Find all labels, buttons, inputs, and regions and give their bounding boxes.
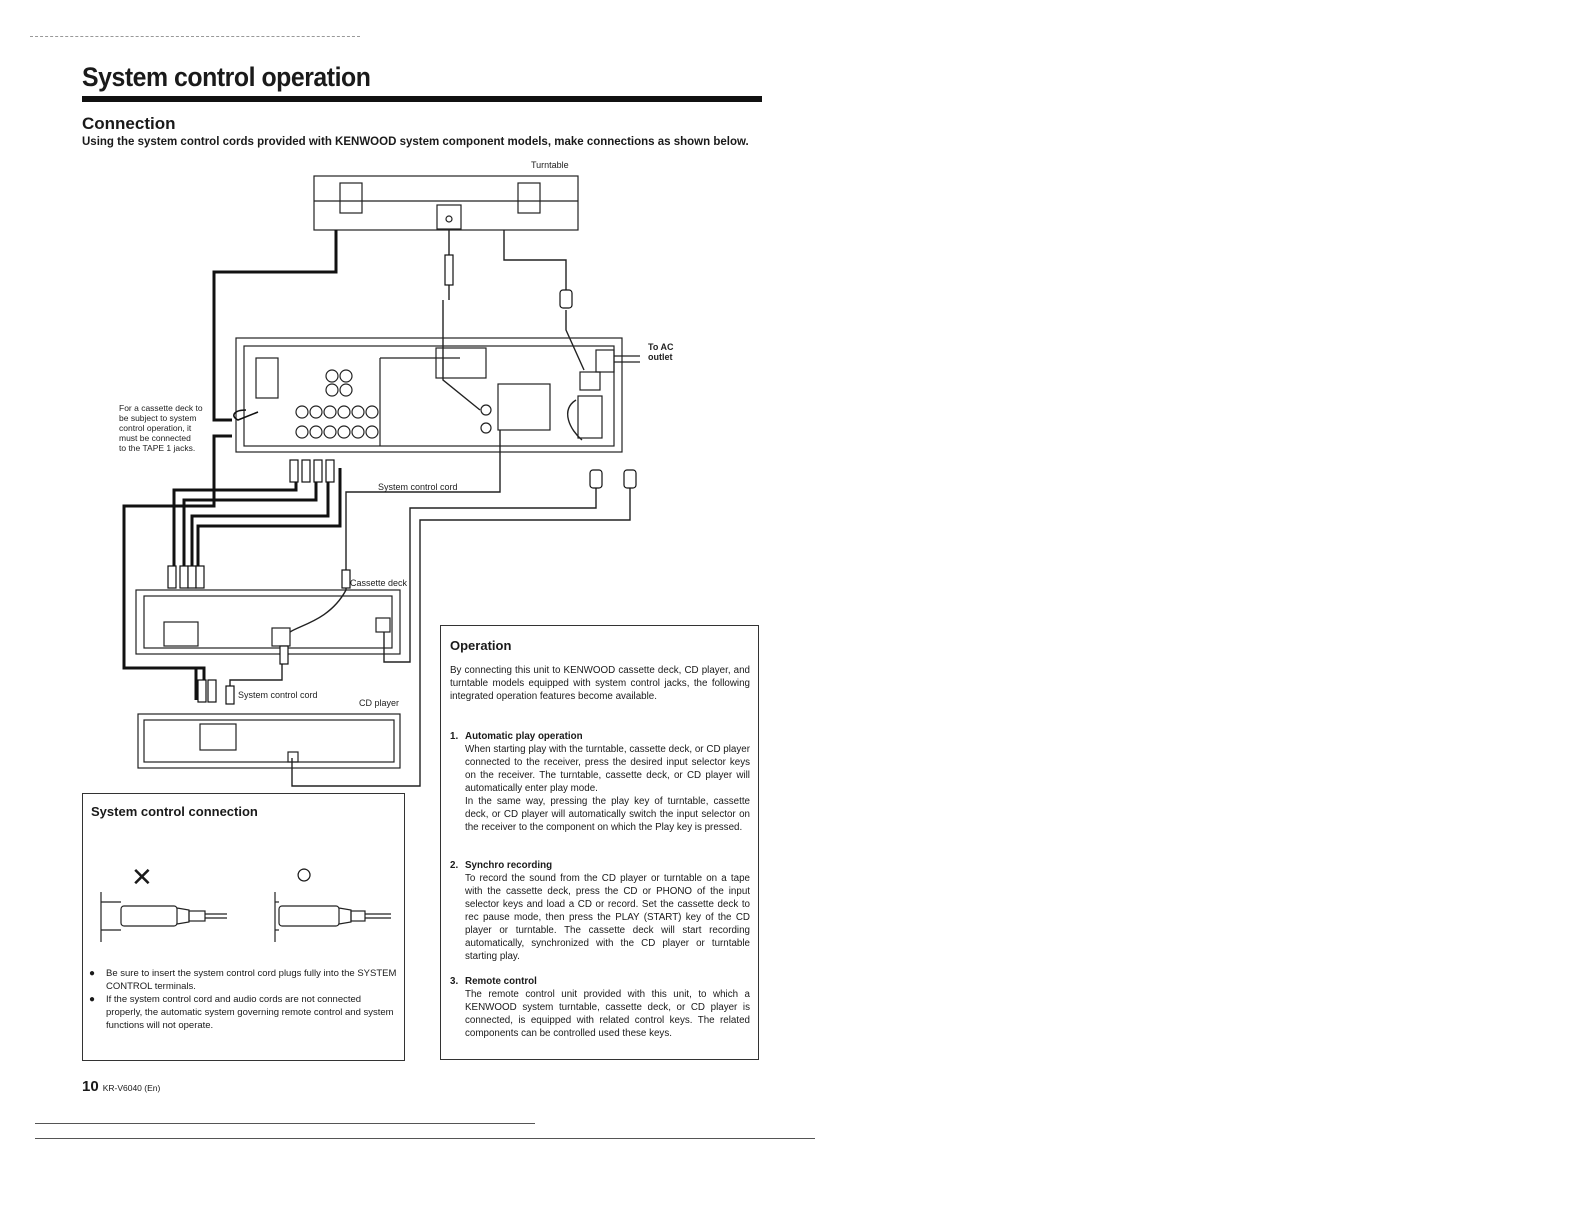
item-text: To record the sound from the CD player o…: [465, 873, 750, 962]
operation-item-3: 3. Remote control The remote control uni…: [450, 975, 750, 1040]
item-text: In the same way, pressing the play key o…: [465, 796, 750, 833]
cassette-deck-unit: [135, 589, 401, 655]
cd-player-unit: [137, 713, 401, 769]
item-text: The remote control unit provided with th…: [465, 989, 750, 1039]
item-number: 1.: [450, 731, 459, 742]
operation-item-2: 2. Synchro recording To record the sound…: [450, 859, 750, 963]
label-system-control-cord-top: System control cord: [378, 482, 458, 492]
title-rule: [82, 96, 762, 102]
scan-artifact-dashes: [30, 36, 360, 37]
label-to-ac-1: To AC: [648, 342, 674, 352]
item-number: 2.: [450, 860, 459, 871]
label-system-control-cord-bottom: System control cord: [238, 690, 318, 700]
bottom-rule: [35, 1123, 535, 1124]
label-cassette-deck: Cassette deck: [350, 578, 408, 588]
system-control-connection-box: System control connection ✕ ○ Be sure to…: [82, 793, 405, 1061]
syscon-heading: System control connection: [91, 804, 258, 819]
item-text: When starting play with the turntable, c…: [465, 744, 750, 794]
wrong-mark-icon: ✕: [131, 862, 153, 892]
label-to-ac-2: outlet: [648, 352, 673, 362]
section-heading: Connection: [82, 114, 176, 133]
label-turntable: Turntable: [531, 160, 569, 170]
item-title: Automatic play operation: [465, 731, 583, 742]
bottom-rule-2: [35, 1138, 815, 1139]
page-title: System control operation: [82, 62, 371, 92]
operation-intro: By connecting this unit to KENWOOD casse…: [450, 665, 750, 702]
bullet-item: Be sure to insert the system control cor…: [89, 967, 397, 993]
bullet-item: If the system control cord and audio cor…: [89, 993, 397, 1032]
item-title: Synchro recording: [465, 860, 553, 871]
connection-diagram: [122, 175, 640, 787]
label-cd-player: CD player: [359, 698, 400, 708]
page-number: 10: [82, 1078, 99, 1095]
turntable-unit: [313, 175, 579, 231]
operation-item-1: 1. Automatic play operation When startin…: [450, 730, 750, 834]
cassette-note: For a cassette deck to be subject to sys…: [119, 403, 203, 453]
operation-box: Operation By connecting this unit to KEN…: [440, 625, 759, 1060]
intro-text: Using the system control cords provided …: [82, 136, 749, 148]
model-code: KR-V6040 (En): [102, 1083, 161, 1093]
receiver-unit: [235, 337, 623, 453]
syscon-bullets: Be sure to insert the system control cor…: [89, 967, 397, 1032]
operation-heading: Operation: [450, 638, 512, 653]
plug-insertion-illustration: [100, 892, 391, 942]
item-title: Remote control: [465, 976, 537, 987]
item-number: 3.: [450, 976, 459, 987]
right-mark-icon: ○: [295, 858, 314, 891]
